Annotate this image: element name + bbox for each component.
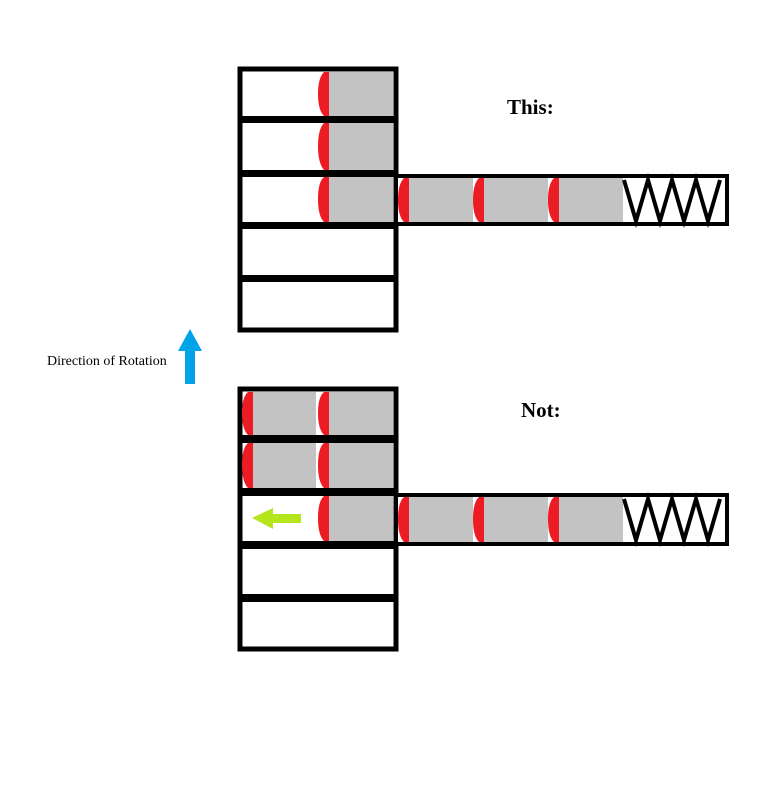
rotation-indicator: Direction of Rotation [47,329,202,384]
bullet-tip [318,392,329,435]
cartridge-case [559,178,623,222]
label-this: This: [507,95,554,119]
bullet-tip [548,497,559,542]
bullet-tip [242,392,253,435]
cartridge-case [484,178,548,222]
bullet-tip [318,496,329,541]
magazine-tube-incorrect [394,491,729,548]
cartridge [548,178,623,222]
cartridge-case [329,392,393,435]
chamber-divider [240,435,396,443]
diagram-incorrect: Not: [237,386,729,652]
bullet-tip [318,123,329,170]
arrow-left-icon [252,508,301,529]
bullet-tip [398,178,409,222]
chamber-divider [240,116,396,123]
cartridge [318,496,393,541]
cartridge [242,443,316,488]
arrow-up-icon [178,329,202,384]
cartridge [318,123,393,170]
cartridge-case [329,123,393,170]
label-rotation: Direction of Rotation [47,354,167,369]
spring-zigzag-icon [622,172,722,229]
spring-zigzag-icon [622,491,722,548]
chamber-divider [240,170,396,177]
cartridge-case [329,443,393,488]
chamber-divider [240,594,396,602]
cartridge-case [559,497,623,542]
bullet-tip [398,497,409,542]
cartridge [398,178,473,222]
cartridge-case [409,497,473,542]
cartridge [318,392,393,435]
chamber-divider [240,222,396,229]
chamber-divider [240,488,396,496]
bullet-tip [473,497,484,542]
cartridge [318,177,393,222]
cartridge [548,497,623,542]
cartridge-case [329,496,393,541]
cartridge-case [253,392,316,435]
cartridge [398,497,473,542]
cartridge [473,497,548,542]
bullet-tip [242,443,253,488]
cylinder-incorrect [237,386,399,652]
bullet-tip [318,72,329,116]
label-not: Not: [521,398,561,422]
cartridge-case [409,178,473,222]
bullet-tip [548,178,559,222]
cartridge-case [329,72,393,116]
diagram-correct: This: [237,66,729,333]
cartridge-case [253,443,316,488]
chamber-divider [240,541,396,549]
bullet-tip [473,178,484,222]
cartridge [242,392,316,435]
cartridge [318,72,393,116]
chamber-divider [240,275,396,282]
cylinder-correct [237,66,399,333]
cartridge [318,443,393,488]
cartridge-case [329,177,393,222]
bullet-tip [318,177,329,222]
bullet-tip [318,443,329,488]
magazine-tube-correct [394,172,729,229]
cartridge [473,178,548,222]
cartridge-case [484,497,548,542]
